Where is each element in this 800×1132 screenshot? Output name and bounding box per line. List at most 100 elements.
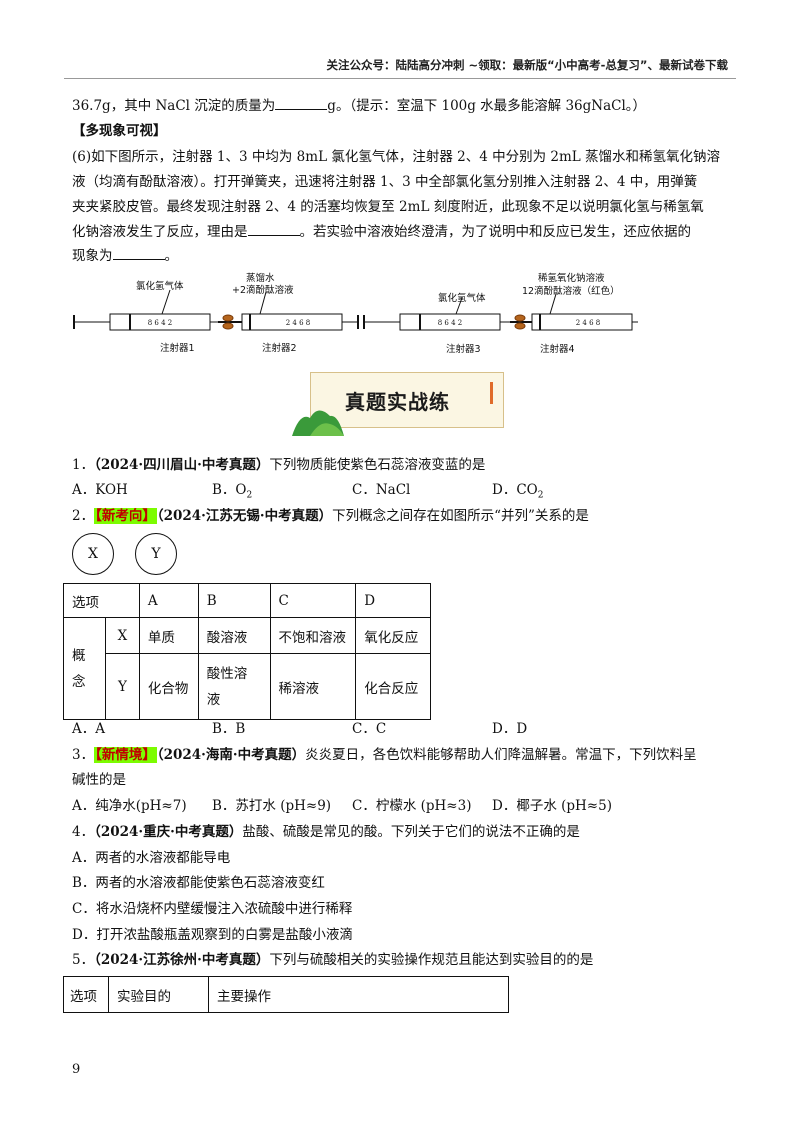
- q2-tag: 【新考向】: [94, 508, 157, 524]
- q6-line-3: 夹夹紧胶皮管。最终发现注射器 2、4 的活塞均恢复至 2mL 刻度附近，此现象不…: [72, 199, 704, 215]
- q2-option-b[interactable]: B．B: [212, 721, 246, 737]
- svg-text:2 4 6 8: 2 4 6 8: [576, 319, 601, 327]
- cell-line: 酸性溶: [206, 665, 248, 682]
- q1-option-d-sub: 2: [537, 490, 544, 501]
- table-cell: D: [355, 583, 431, 618]
- q1-option-d[interactable]: D．CO2: [492, 480, 543, 506]
- label-syringe-4: 注射器4: [540, 344, 575, 355]
- label-right-liquid-2: 12滴酚酞溶液（红色）: [522, 286, 620, 297]
- q2-source: （2024·江苏无锡·中考真题）: [156, 508, 333, 524]
- svg-text:2 4 6 8: 2 4 6 8: [286, 319, 311, 327]
- table-cell: 不饱和溶液: [269, 617, 357, 654]
- banner-box: [310, 372, 504, 428]
- line1-part-a: 36.7g，其中 NaCl 沉淀的质量为: [72, 98, 276, 114]
- q3-option-b[interactable]: B．苏打水 (pH≈9): [212, 798, 332, 814]
- q3-stem: 3．【新情境】（2024·海南·中考真题）炎炎夏日，各色饮料能够帮助人们降温解暑…: [72, 745, 697, 765]
- q4-source: （2024·重庆·中考真题）: [94, 824, 243, 840]
- q3-option-c[interactable]: C．柠檬水 (pH≈3): [352, 798, 472, 814]
- q1-source: （2024·四川眉山·中考真题）: [94, 457, 270, 473]
- q1-option-d-text: D．CO: [492, 482, 538, 498]
- table-cell: C: [269, 583, 357, 618]
- table-cell: B: [197, 583, 271, 618]
- section-multi-phenomenon: 【多现象可视】: [72, 123, 167, 139]
- line1-part-b: g。（提示：室温下 100g 水最多能溶解 36gNaCl。）: [327, 98, 647, 114]
- label-left-gas: 氯化氢气体: [136, 281, 184, 292]
- q3-tag: 【新情境】: [94, 747, 157, 763]
- table-cell: 氧化反应: [355, 617, 431, 654]
- label-left-liquid: 蒸馏水: [246, 273, 275, 284]
- q3-number: 3．: [72, 747, 95, 763]
- q2-text: 下列概念之间存在如图所示“并列”关系的是: [332, 508, 589, 524]
- answer-blank-3[interactable]: [112, 246, 165, 260]
- q1-option-b-sub: 2: [246, 490, 253, 501]
- page-header: 关注公众号：陆陆高分冲刺 ~领取：最新版“小中高考-总复习”、最新试卷下载: [326, 58, 728, 72]
- q4-stem: 4．（2024·重庆·中考真题）盐酸、硫酸是常见的酸。下列关于它们的说法不正确的…: [72, 822, 580, 842]
- table-cell: 化合物: [138, 653, 199, 720]
- q3-text: 炎炎夏日，各色饮料能够帮助人们降温解暑。常温下，下列饮料呈: [305, 747, 697, 763]
- label-syringe-1: 注射器1: [160, 343, 195, 354]
- table-cell: A: [138, 583, 199, 618]
- answer-blank-1[interactable]: [275, 96, 328, 110]
- table-cell: 实验目的: [108, 976, 209, 1013]
- q6-line-5: 现象为 。: [72, 246, 178, 266]
- q2-number: 2．: [72, 508, 95, 524]
- concept-label: 概念: [72, 647, 86, 690]
- answer-blank-2[interactable]: [247, 222, 300, 236]
- q3-source: （2024·海南·中考真题）: [156, 747, 306, 763]
- q3-option-a[interactable]: A．纯净水(pH≈7): [72, 798, 187, 814]
- label-syringe-2: 注射器2: [262, 343, 297, 354]
- q1-text: 下列物质能使紫色石蕊溶液变蓝的是: [269, 457, 486, 473]
- table-row: 概念 X 单质 酸溶液 不饱和溶液 氧化反应: [63, 617, 431, 720]
- table-row: Y 化合物 酸性溶液 稀溶液 化合反应: [64, 653, 431, 720]
- label-syringe-3: 注射器3: [446, 344, 481, 355]
- label-right-gas: 氯化氢气体: [438, 293, 486, 304]
- q4-text: 盐酸、硫酸是常见的酸。下列关于它们的说法不正确的是: [242, 824, 580, 840]
- q1-stem: 1．（2024·四川眉山·中考真题）下列物质能使紫色石蕊溶液变蓝的是: [72, 455, 485, 475]
- q3-option-d[interactable]: D．椰子水 (pH≈5): [492, 798, 612, 814]
- q4-option-a[interactable]: A．两者的水溶液都能导电: [72, 850, 231, 866]
- q1-option-c[interactable]: C．NaCl: [352, 482, 411, 498]
- syringe-figure: 8 6 4 2 2 4 6 8 8 6 4 2: [73, 289, 638, 331]
- syringe-4: 2 4 6 8: [531, 313, 638, 331]
- table-cell: 选项: [63, 976, 109, 1013]
- svg-text:8 6 4 2: 8 6 4 2: [438, 319, 463, 327]
- spring-clip-left: [218, 314, 242, 330]
- syringe-3: 8 6 4 2: [363, 313, 510, 331]
- page-number: 9: [72, 1062, 81, 1077]
- q4-option-b[interactable]: B．两者的水溶液都能使紫色石蕊溶液变红: [72, 875, 325, 891]
- q2-option-a[interactable]: A．A: [72, 721, 105, 737]
- table-cell: X: [104, 617, 140, 654]
- text-line-1: 36.7g，其中 NaCl 沉淀的质量为 g。（提示：室温下 100g 水最多能溶…: [72, 96, 646, 116]
- label-left-liquid-2: +2滴酚酞溶液: [232, 285, 294, 296]
- q4-option-c[interactable]: C．将水沿烧杯内壁缓慢注入浓硫酸中进行稀释: [72, 901, 353, 917]
- spring-clip-right: [510, 314, 532, 330]
- q6-line-5a: 现象为: [72, 248, 113, 264]
- q6-line-2: 液（均滴有酚酞溶液）。打开弹簧夹，迅速将注射器 1、3 中全部氯化氢分别推入注射…: [72, 174, 698, 190]
- q6-line-4b: 。若实验中溶液始终澄清，为了说明中和反应已发生，还应依据的: [299, 224, 692, 240]
- q2-option-c[interactable]: C．C: [352, 721, 387, 737]
- banner-title: 真题实战练: [345, 390, 450, 414]
- q6-line-4: 化钠溶液发生了反应，理由是。若实验中溶液始终澄清，为了说明中和反应已发生，还应依…: [72, 222, 691, 242]
- circle-y: Y: [135, 533, 177, 575]
- mountain-icon: [292, 410, 344, 436]
- table-cell: 酸溶液: [197, 617, 271, 654]
- q2-option-d[interactable]: D．D: [492, 721, 528, 737]
- q1-option-b-text: B．O: [212, 482, 247, 498]
- q1-option-a[interactable]: A．KOH: [72, 482, 128, 498]
- table-cell: Y: [104, 653, 140, 720]
- banner-accent-bar: [490, 382, 493, 404]
- q2-table: 选项 A B C D 概念 X 单质 酸溶液 不饱和溶液 氧化反应 Y 化合物 …: [63, 583, 431, 720]
- q5-stem: 5．（2024·江苏徐州·中考真题）下列与硫酸相关的实验操作规范且能达到实验目的…: [72, 950, 593, 970]
- table-cell: 主要操作: [208, 976, 509, 1013]
- table-cell: 选项: [63, 583, 140, 618]
- table-cell: 酸性溶液: [197, 653, 271, 720]
- table-cell: 稀溶液: [269, 653, 357, 720]
- q1-option-b[interactable]: B．O2: [212, 480, 252, 506]
- section-banner: 真题实战练: [290, 368, 510, 438]
- q6-line-1: (6)如下图所示，注射器 1、3 中均为 8mL 氯化氢气体，注射器 2、4 中…: [72, 149, 721, 165]
- q4-option-d[interactable]: D．打开浓盐酸瓶盖观察到的白雾是盐酸小液滴: [72, 927, 353, 943]
- q6-line-5b: 。: [164, 248, 179, 264]
- table-cell: 概念: [63, 617, 106, 720]
- q5-source: （2024·江苏徐州·中考真题）: [94, 952, 270, 968]
- header-divider: [64, 78, 736, 79]
